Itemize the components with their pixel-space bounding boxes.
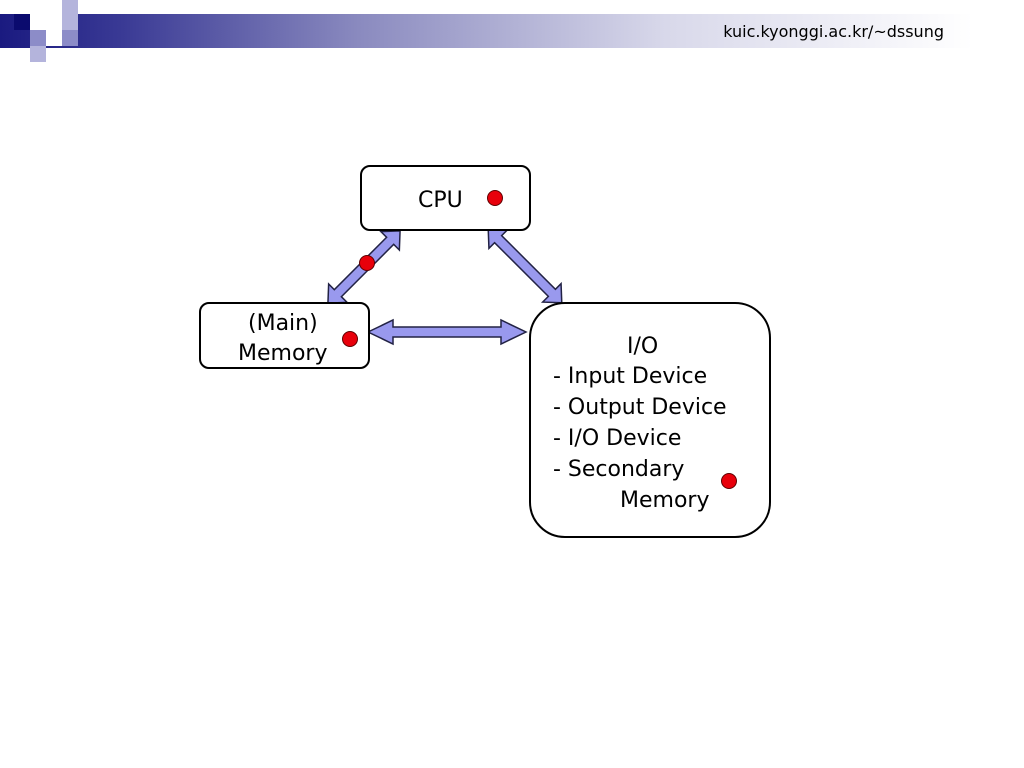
io-item-output-device: - Output Device <box>553 395 727 420</box>
cpu-label: CPU <box>418 188 463 213</box>
site-url[interactable]: kuic.kyonggi.ac.kr/~dssung <box>723 22 944 41</box>
memory-cpu-link-marker-dot <box>359 255 375 271</box>
logo-square-lavender <box>62 0 78 16</box>
cpu-node <box>360 165 531 231</box>
logo-square-periwinkle <box>30 30 46 46</box>
logo-square-lavender <box>30 46 46 62</box>
io-item-input-device: - Input Device <box>553 364 708 389</box>
memory-marker-dot <box>342 331 358 347</box>
memory-label-line2: Memory <box>238 341 328 366</box>
logo-square-white <box>46 30 62 46</box>
io-title: I/O <box>627 334 659 359</box>
logo-square-white <box>46 0 62 16</box>
cpu-marker-dot <box>487 190 503 206</box>
io-marker-dot <box>721 473 737 489</box>
header-gradient-bar <box>0 14 1024 48</box>
logo-square-periwinkle <box>62 30 78 46</box>
io-item-io-device: - I/O Device <box>553 426 682 451</box>
memory-label-line1: (Main) <box>248 311 318 336</box>
io-item-secondary: - Secondary <box>553 457 685 482</box>
logo-square-navy <box>14 14 30 30</box>
arrow-memory-io <box>366 318 528 346</box>
io-node <box>529 302 771 538</box>
arrow-cpu-io <box>487 228 563 304</box>
logo-square-white <box>46 14 62 30</box>
io-item-secondary-memory: Memory <box>620 488 710 513</box>
logo-square-lavender <box>62 14 78 30</box>
memory-node <box>199 302 370 369</box>
logo-square-white <box>30 14 46 30</box>
